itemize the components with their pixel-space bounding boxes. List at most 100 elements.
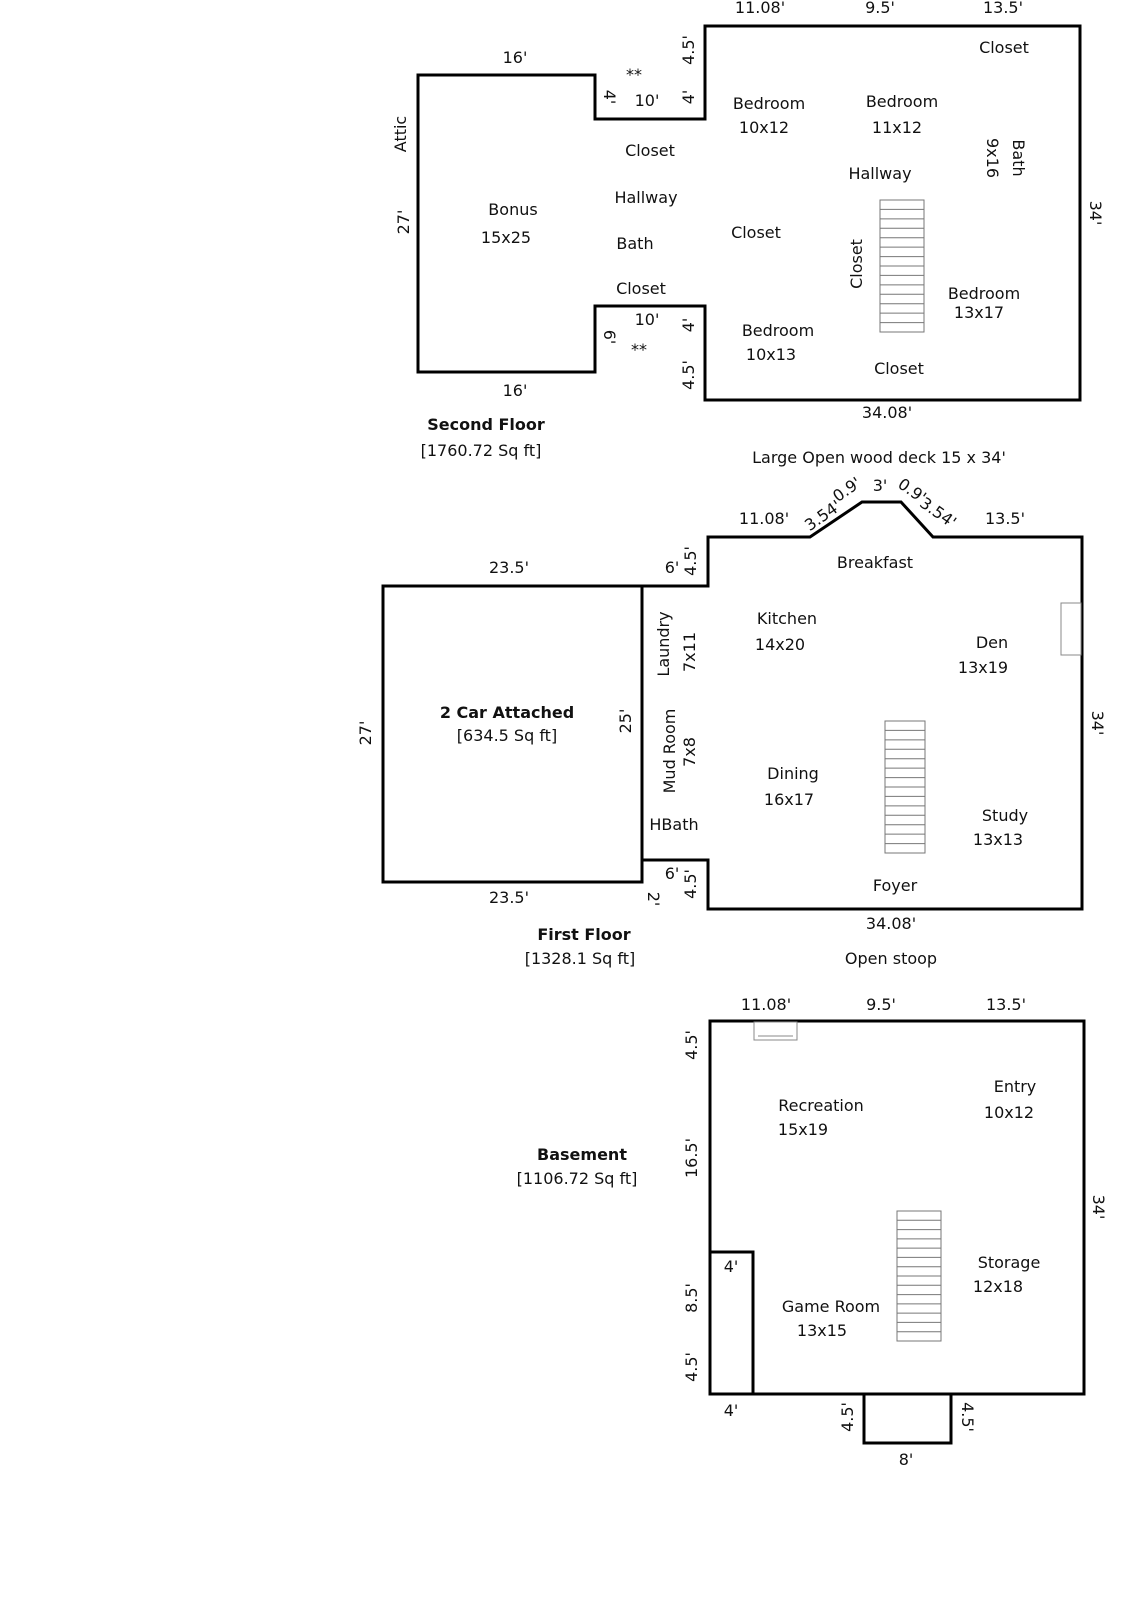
second-floor-dim-notch-bot-h: 4.5' <box>679 360 698 390</box>
first-floor-dim-bay-3: 3' <box>873 476 888 495</box>
second-floor-dim-notch-top-v: 4' <box>600 90 619 105</box>
first-floor-foyer: Foyer <box>873 876 918 895</box>
second-floor-hallway-2: Hallway <box>848 164 911 183</box>
second-floor-dim-notch-top-w: 10' <box>635 91 660 110</box>
basement-dim-right: 34' <box>1089 1195 1108 1220</box>
first-floor-mudroom: Mud Room <box>660 709 679 794</box>
first-floor-dim-top-a: 11.08' <box>739 509 789 528</box>
basement-storage-size: 12x18 <box>973 1277 1023 1296</box>
basement-bump-wall <box>862 1394 953 1445</box>
first-floor: Large Open wood deck 15 x 34' 11.08' 3.5… <box>356 448 1107 968</box>
first-floor-dim-top-c: 13.5' <box>985 509 1025 528</box>
basement-window-well <box>753 1021 798 1041</box>
basement: 11.08' 9.5' 13.5' 4.5' 16.5' 8.5' 4.5' 3… <box>517 995 1108 1469</box>
second-floor-dim-top-c: 13.5' <box>983 0 1023 17</box>
garage-wall-outline <box>381 584 644 884</box>
basement-dim-inner-w: 4' <box>724 1257 739 1276</box>
basement-dim-top-a: 11.08' <box>741 995 791 1014</box>
second-floor-dim-notch-bot-v: 4' <box>679 318 698 333</box>
garage-area: [634.5 Sq ft] <box>457 726 557 745</box>
second-floor-mark-bot: ** <box>631 340 647 359</box>
first-floor-fireplace <box>1060 602 1082 656</box>
basement-dim-top-b: 9.5' <box>866 995 896 1014</box>
basement-storage: Storage <box>978 1253 1041 1272</box>
second-floor-dim-notch-top-h: 4.5' <box>679 35 698 65</box>
basement-closet-wall <box>710 1250 755 1394</box>
first-floor-dim-garage-inner: 25' <box>616 709 635 734</box>
second-floor-dim-notch-top-v2: 4' <box>679 90 698 105</box>
basement-dim-left-d: 4.5' <box>682 1352 701 1382</box>
basement-dim-left-c: 8.5' <box>682 1283 701 1313</box>
basement-dim-bottom-w: 4' <box>724 1401 739 1420</box>
second-floor-wall-outline <box>416 24 1082 402</box>
basement-entry-size: 10x12 <box>984 1103 1034 1122</box>
basement-dim-left-a: 4.5' <box>682 1030 701 1060</box>
first-floor-kitchen: Kitchen <box>757 609 817 628</box>
second-floor-dim-bonus-bottom: 16' <box>503 381 528 400</box>
first-floor-breakfast: Breakfast <box>837 553 913 572</box>
garage-label: 2 Car Attached <box>440 703 574 722</box>
second-floor-bedroom-4-size: 10x13 <box>746 345 796 364</box>
first-floor-dim-garage-side: 27' <box>356 721 375 746</box>
second-floor-dim-top-a: 11.08' <box>735 0 785 17</box>
basement-stairs <box>896 1210 942 1342</box>
first-floor-study: Study <box>982 806 1028 825</box>
second-floor-bath-2: Bath <box>1009 139 1028 176</box>
second-floor-bedroom-1-size: 10x12 <box>739 118 789 137</box>
second-floor-bonus-label: Bonus <box>488 200 537 219</box>
second-floor-closet-2: Closet <box>616 279 666 298</box>
second-floor-closet-3: Closet <box>979 38 1029 57</box>
second-floor-dim-bottom: 34.08' <box>862 403 912 422</box>
first-floor-stoop-label: Open stoop <box>845 949 937 968</box>
first-floor-deck-label: Large Open wood deck 15 x 34' <box>752 448 1006 467</box>
first-floor-dim-step-bot-v: 2' <box>644 892 663 907</box>
first-floor-laundry-size: 7x11 <box>680 632 699 672</box>
second-floor-bath-2-size: 9x16 <box>983 138 1002 178</box>
second-floor-attic-label: Attic <box>391 116 410 152</box>
first-floor-hbath: HBath <box>649 815 698 834</box>
basement-dim-left-b: 16.5' <box>682 1138 701 1178</box>
second-floor-stairs <box>879 199 925 333</box>
first-floor-dim-right: 34' <box>1088 711 1107 736</box>
first-floor-dining: Dining <box>767 764 819 783</box>
first-floor-dim-garage-bottom: 23.5' <box>489 888 529 907</box>
second-floor-dim-notch-bot-w: 10' <box>635 310 660 329</box>
first-floor-den-size: 13x19 <box>958 658 1008 677</box>
first-floor-dim-step-top-h: 4.5' <box>681 546 700 576</box>
basement-game-room-size: 13x15 <box>797 1321 847 1340</box>
first-floor-mudroom-size: 7x8 <box>680 737 699 767</box>
second-floor-bedroom-1: Bedroom <box>733 94 805 113</box>
second-floor-hallway-1: Hallway <box>614 188 677 207</box>
first-floor-stairs <box>884 720 926 854</box>
second-floor-bedroom-2-size: 11x12 <box>872 118 922 137</box>
second-floor-bath-1: Bath <box>616 234 653 253</box>
basement-recreation: Recreation <box>778 1096 864 1115</box>
second-floor-dim-notch-bot-v2: 6' <box>600 330 619 345</box>
second-floor-closet-1: Closet <box>625 141 675 160</box>
basement-wall-outline <box>708 1019 1086 1396</box>
basement-dim-bump-r: 4.5' <box>958 1402 977 1432</box>
basement-entry: Entry <box>994 1077 1037 1096</box>
second-floor-bedroom-2: Bedroom <box>866 92 938 111</box>
first-floor-dim-step-bot-w: 6' <box>665 864 680 883</box>
first-floor-dim-garage-top: 23.5' <box>489 558 529 577</box>
first-floor-dim-bottom: 34.08' <box>866 914 916 933</box>
second-floor-title: Second Floor <box>427 415 545 434</box>
second-floor: 11.08' 9.5' 13.5' 16' 16' 27' Attic 34' … <box>391 0 1105 460</box>
second-floor-dim-right: 34' <box>1086 201 1105 226</box>
second-floor-dim-bonus-side: 27' <box>394 210 413 235</box>
first-floor-dining-size: 16x17 <box>764 790 814 809</box>
second-floor-closet-4: Closet <box>731 223 781 242</box>
basement-game-room: Game Room <box>782 1297 880 1316</box>
second-floor-mark-top: ** <box>626 65 642 84</box>
second-floor-bonus-size: 15x25 <box>481 228 531 247</box>
first-floor-den: Den <box>976 633 1008 652</box>
second-floor-dim-top-b: 9.5' <box>865 0 895 17</box>
first-floor-dim-step-bot-h: 4.5' <box>681 869 700 899</box>
basement-dim-bump-l: 4.5' <box>838 1402 857 1432</box>
second-floor-area: [1760.72 Sq ft] <box>421 441 542 460</box>
basement-dim-top-c: 13.5' <box>986 995 1026 1014</box>
second-floor-bedroom-3-size: 13x17 <box>954 303 1004 322</box>
first-floor-kitchen-size: 14x20 <box>755 635 805 654</box>
